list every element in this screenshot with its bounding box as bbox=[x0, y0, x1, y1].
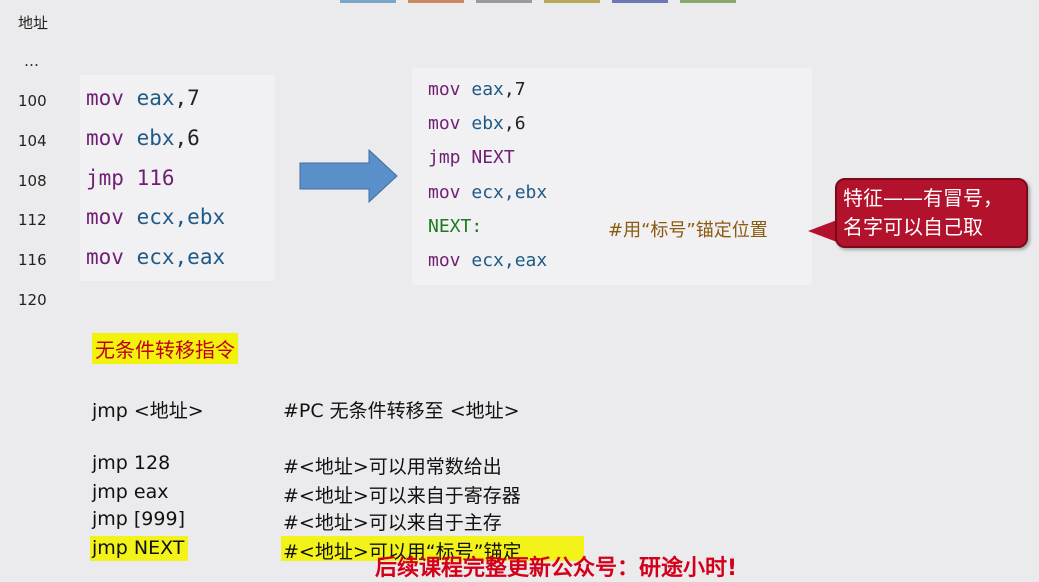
footer-banner: 后续课程完整更新公众号：研途小时! bbox=[375, 556, 738, 581]
instr-desc: #<地址>可以来自于主存 bbox=[283, 512, 502, 534]
instr-desc: #<地址>可以来自于寄存器 bbox=[283, 485, 521, 507]
section-title: 无条件转移指令 bbox=[92, 333, 238, 364]
instr: jmp [999] bbox=[92, 508, 185, 530]
code-line: mov eax,7 bbox=[86, 86, 200, 110]
instr: jmp 128 bbox=[92, 452, 171, 474]
instr: jmp <地址> bbox=[92, 400, 204, 422]
tab-marker bbox=[544, 0, 600, 3]
tab-marker bbox=[476, 0, 532, 3]
code-line: mov ebx,6 bbox=[86, 126, 200, 150]
callout: 特征——有冒号， 名字可以自己取 bbox=[835, 178, 1028, 248]
tab-marker bbox=[680, 0, 736, 3]
callout-pointer bbox=[808, 220, 837, 242]
address: 100 bbox=[18, 92, 47, 110]
tab-marker bbox=[340, 0, 396, 3]
ellipsis: … bbox=[24, 52, 39, 70]
address: 112 bbox=[18, 211, 47, 229]
code-line: jmp 116 bbox=[86, 166, 175, 190]
left-code-box bbox=[80, 75, 275, 281]
right-arrow-icon bbox=[299, 149, 398, 204]
address: 104 bbox=[18, 132, 47, 150]
address: 120 bbox=[18, 291, 47, 309]
code-line: mov ecx,ebx bbox=[428, 182, 548, 203]
label-comment: #用“标号”锚定位置 bbox=[608, 220, 768, 241]
top-tab-strip bbox=[340, 0, 736, 3]
address-header: 地址 bbox=[18, 14, 49, 32]
code-line: mov ecx,eax bbox=[86, 245, 226, 269]
address: 108 bbox=[18, 172, 47, 190]
code-label: NEXT: bbox=[428, 216, 483, 237]
instr-desc: #PC 无条件转移至 <地址> bbox=[283, 400, 520, 422]
instr-desc: #<地址>可以用常数给出 bbox=[283, 456, 502, 478]
instr-desc: #<地址>可以用“标号”锚定 bbox=[283, 541, 522, 563]
right-code-box bbox=[412, 68, 812, 285]
code-line: mov eax,7 bbox=[428, 79, 526, 100]
address: 116 bbox=[18, 251, 47, 269]
highlight bbox=[90, 536, 188, 561]
tab-marker bbox=[408, 0, 464, 3]
code-line: mov ebx,6 bbox=[428, 113, 526, 134]
tab-marker bbox=[612, 0, 668, 3]
instr: jmp NEXT bbox=[92, 537, 185, 559]
highlight bbox=[281, 536, 584, 561]
code-line: mov ecx,ebx bbox=[86, 205, 226, 229]
code-line: mov ecx,eax bbox=[428, 250, 548, 271]
code-line: jmp NEXT bbox=[428, 147, 515, 168]
instr: jmp eax bbox=[92, 481, 169, 503]
